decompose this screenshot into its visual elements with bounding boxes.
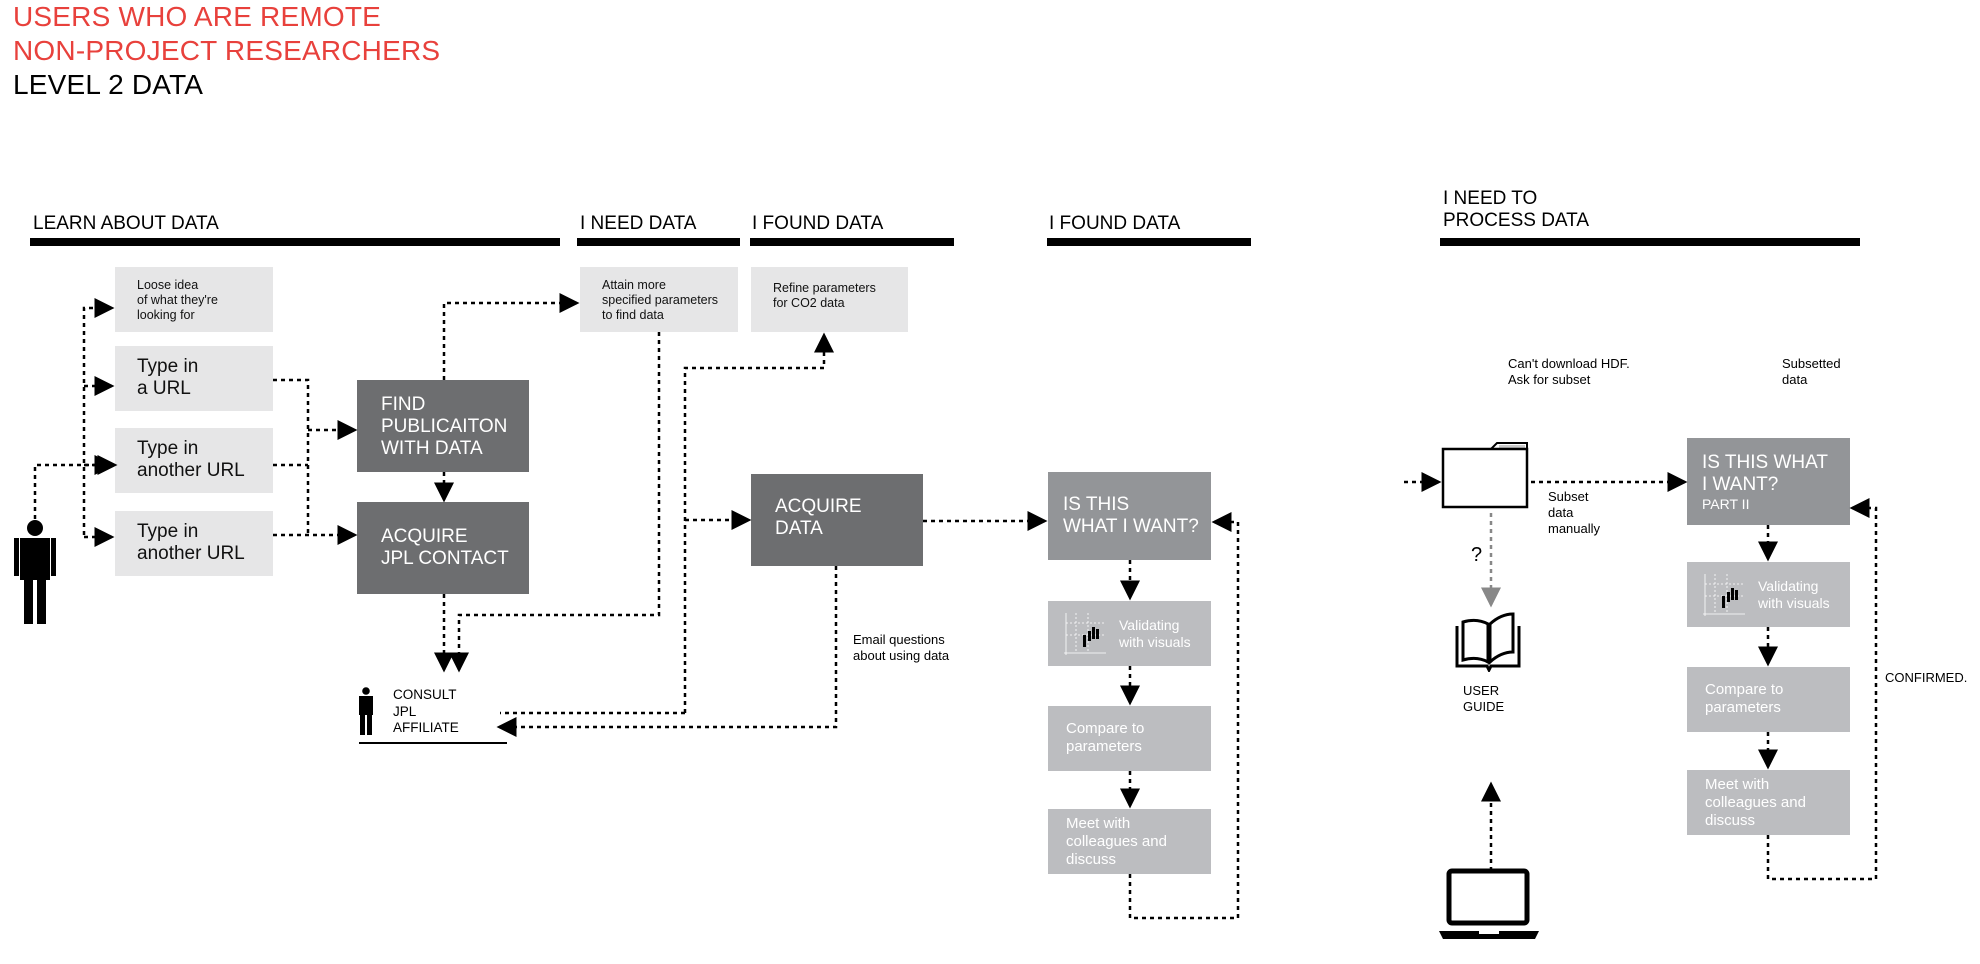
is-this-what-i-want-box: IS THIS WHAT I WANT? xyxy=(1048,472,1211,560)
meet-colleagues-box-2: Meet with colleagues and discuss xyxy=(1687,770,1850,835)
compare-box-2: Compare to parameters xyxy=(1687,667,1850,732)
folder-icon xyxy=(1441,442,1529,509)
acquire-data-box: ACQUIRE DATA xyxy=(751,474,923,566)
email-questions-label: Email questions about using data xyxy=(853,632,950,663)
phase-found1-bar xyxy=(750,238,954,246)
laptop-icon xyxy=(1439,868,1539,939)
phase-found2-label: I FOUND DATA xyxy=(1049,213,1181,234)
validating-label-1: Validating with visuals xyxy=(1119,617,1191,650)
find-publication-box: FIND PUBLICAITON WITH DATA xyxy=(357,380,529,472)
subset-manually-label: Subset data manually xyxy=(1548,489,1601,536)
acquire-jpl-contact-box: ACQUIRE JPL CONTACT xyxy=(357,502,529,594)
phase-need-bar xyxy=(577,238,740,246)
header-line-1: USERS WHO ARE REMOTE xyxy=(13,1,382,32)
cant-download-label: Can't download HDF. Ask for subset xyxy=(1508,356,1630,387)
phase-need-label: I NEED DATA xyxy=(580,213,697,234)
compare-box-1: Compare to parameters xyxy=(1048,706,1211,771)
type-another-url-box-2: Type in another URL xyxy=(115,511,273,576)
question-mark: ? xyxy=(1471,544,1483,566)
type-url-box: Type in a URL xyxy=(115,346,273,411)
phase-process-bar xyxy=(1440,238,1860,246)
validating-box-2: Validating with visuals xyxy=(1687,562,1850,627)
chart-icon xyxy=(1701,572,1745,623)
meet-colleagues-box-1: Meet with colleagues and discuss xyxy=(1048,809,1211,874)
chart-icon xyxy=(1062,611,1106,662)
consult-underline xyxy=(359,742,507,744)
consult-jpl-affiliate-label: CONSULT JPL AFFILIATE xyxy=(393,687,459,735)
phase-process-label: I NEED TO PROCESS DATA xyxy=(1443,188,1590,231)
header-line-2: NON-PROJECT RESEARCHERS xyxy=(13,35,441,66)
phase-found1-label: I FOUND DATA xyxy=(752,213,884,234)
loose-idea-box: Loose idea of what they're looking for xyxy=(115,267,273,332)
is-this-what-i-want-part2-box: IS THIS WHAT I WANT? PART II xyxy=(1687,438,1850,525)
phase-found2-bar xyxy=(1047,238,1251,246)
subsetted-data-label: Subsetted data xyxy=(1782,356,1841,387)
small-person-icon xyxy=(359,687,373,735)
part-ii-label: PART II xyxy=(1702,496,1750,512)
book-icon xyxy=(1455,612,1521,672)
validating-label-2: Validating with visuals xyxy=(1758,578,1830,611)
refine-parameters-box: Refine parameters for CO2 data xyxy=(751,267,908,332)
phase-learn-label: LEARN ABOUT DATA xyxy=(33,213,219,234)
is-this-part2-label: IS THIS WHAT I WANT? xyxy=(1702,452,1828,495)
type-another-url-box-1: Type in another URL xyxy=(115,428,273,493)
header-line-3: LEVEL 2 DATA xyxy=(13,69,204,100)
user-guide-label: USER GUIDE xyxy=(1463,683,1505,714)
person-icon xyxy=(14,520,56,624)
phase-learn-bar xyxy=(30,238,560,246)
validating-box-1: Validating with visuals xyxy=(1048,601,1211,666)
confirmed-label: CONFIRMED. xyxy=(1885,670,1968,685)
attain-parameters-box: Attain more specified parameters to find… xyxy=(580,267,738,332)
